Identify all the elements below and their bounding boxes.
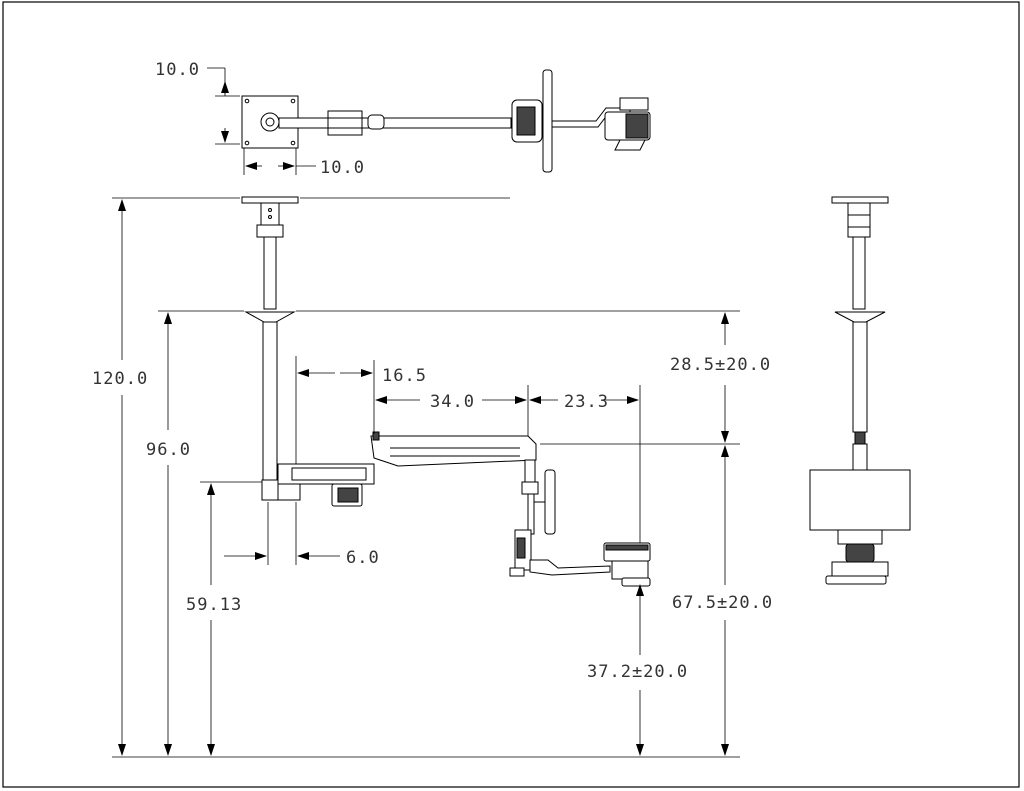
dim-top-plate-h: 10.0 — [155, 60, 200, 80]
dim-arm-height: 59.13 — [186, 595, 242, 615]
dim-arm-offset-1: 16.5 — [382, 366, 427, 386]
dim-lower-range: 67.5±20.0 — [672, 593, 773, 613]
dim-ceiling-to-flange: 96.0 — [146, 440, 191, 460]
dim-arm-reach-1: 34.0 — [430, 392, 475, 412]
side-view — [241, 196, 651, 587]
dim-arm-reach-2: 23.3 — [564, 392, 609, 412]
dim-upper-range: 28.5±20.0 — [670, 355, 771, 375]
dim-camera-range: 37.2±20.0 — [587, 662, 688, 682]
front-view — [809, 196, 911, 585]
top-view: 10.0 10.0 — [155, 60, 651, 178]
dimension-lines: 120.0 96.0 59.13 16.5 34.0 23.3 6.0 — [92, 197, 773, 758]
dim-total-height: 120.0 — [92, 369, 148, 389]
dim-arm-offset-2: 6.0 — [346, 548, 380, 568]
dim-top-plate-w: 10.0 — [320, 158, 365, 178]
